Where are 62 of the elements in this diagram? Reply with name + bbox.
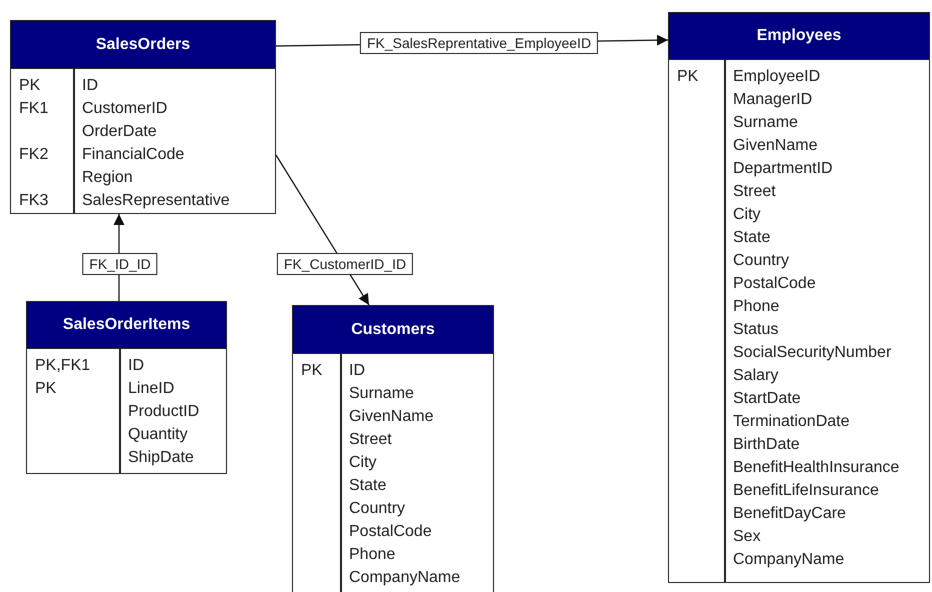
relationship-label: FK_CustomerID_ID [276,253,414,275]
entity-table [668,12,930,583]
column-name: OrderDate [82,122,157,142]
column-name: Phone [349,545,396,565]
relationship-label: FK_ID_ID [82,253,158,275]
entity-table [10,20,276,214]
column-name: PostalCode [349,522,432,542]
key-marker: PK [19,76,40,96]
key-marker: FK3 [19,191,48,211]
column-name: CompanyName [733,550,844,570]
column-name: State [733,228,770,248]
column-name: TerminationDate [733,412,850,432]
column-name: Surname [733,113,798,133]
column-name: Salary [733,366,778,386]
column-name: SocialSecurityNumber [733,343,892,363]
column-name: Status [733,320,778,340]
column-name: ManagerID [733,90,812,110]
column-name: BirthDate [733,435,800,455]
key-marker: FK1 [19,99,48,119]
entity-table [26,301,227,474]
entity-table [292,305,494,592]
column-name: ShipDate [128,448,194,468]
column-name: StartDate [733,389,801,409]
column-name: BenefitDayCare [733,504,846,524]
column-name: GivenName [349,407,434,427]
column-name: Country [349,499,406,519]
table-name: SalesOrderItems [62,316,190,334]
key-marker: PK [677,67,698,87]
key-marker: PK,FK1 [35,356,90,376]
column-name: BenefitLifeInsurance [733,481,879,501]
table-name: Customers [351,320,435,338]
column-name: CustomerID [82,99,168,119]
column-name: ProductID [128,402,200,422]
key-marker: PK [35,379,56,399]
column-name: Street [349,430,392,450]
column-name: Street [733,182,776,202]
column-name: GivenName [733,136,818,156]
column-name: Country [733,251,790,271]
column-name: City [349,453,377,473]
column-name: PostalCode [733,274,816,294]
column-name: ID [128,356,144,376]
column-name: SalesRepresentative [82,191,230,211]
column-name: City [733,205,761,225]
column-name: Region [82,168,133,188]
column-name: LineID [128,379,174,399]
column-name: Quantity [128,425,188,445]
column-name: DepartmentID [733,159,833,179]
column-name: ID [349,361,365,381]
column-name: ID [82,76,98,96]
table-name: SalesOrders [96,36,190,54]
column-name: BenefitHealthInsurance [733,458,900,478]
column-name: CompanyName [349,568,460,588]
column-name: EmployeeID [733,67,820,87]
key-marker: FK2 [19,145,48,165]
column-name: Surname [349,384,414,404]
key-marker: PK [301,361,322,381]
column-name: Sex [733,527,761,547]
table-name: Employees [756,27,842,45]
column-name: Phone [733,297,780,317]
relationship-label: FK_SalesReprentative_EmployeeID [360,32,598,54]
column-name: State [349,476,386,496]
column-name: FinancialCode [82,145,184,165]
